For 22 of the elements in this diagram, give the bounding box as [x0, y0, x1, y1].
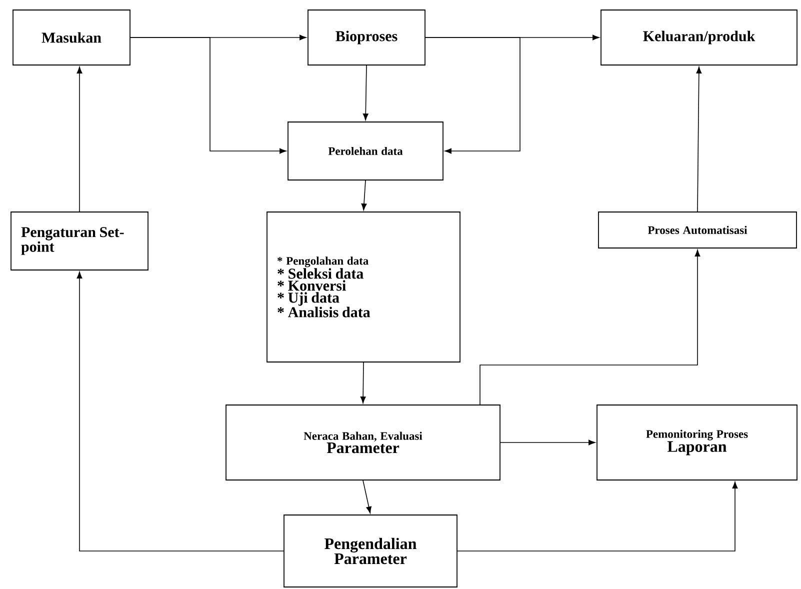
arrow	[362, 480, 372, 514]
process-box: Bioproses	[308, 10, 426, 66]
arrow	[425, 37, 520, 154]
arrow	[500, 440, 596, 446]
arrow	[480, 250, 700, 405]
process-box: Perolehan data	[288, 122, 444, 180]
arrow	[76, 66, 82, 212]
process-box: Neraca Bahan, Evaluasi Parameter	[226, 404, 500, 480]
process-box: Pemonitoring Proses Laporan	[596, 404, 798, 480]
arrow	[76, 272, 284, 552]
process-box: Pengaturan Set-point	[10, 212, 148, 270]
arrow	[361, 180, 367, 210]
process-box: Proses Automatisasi	[598, 212, 797, 248]
arrow	[360, 362, 366, 404]
arrow	[130, 37, 286, 154]
arrow	[696, 66, 702, 212]
arrow	[362, 65, 368, 120]
process-box: Keluaran/produk	[600, 10, 798, 66]
process-box: Pengendalian Parameter	[284, 514, 458, 588]
arrow	[457, 482, 738, 552]
list-box: * Pengolahan data * Seleksi data * Konversi * Uji data * Analisis data	[266, 212, 460, 362]
process-box: Masukan	[12, 10, 130, 66]
